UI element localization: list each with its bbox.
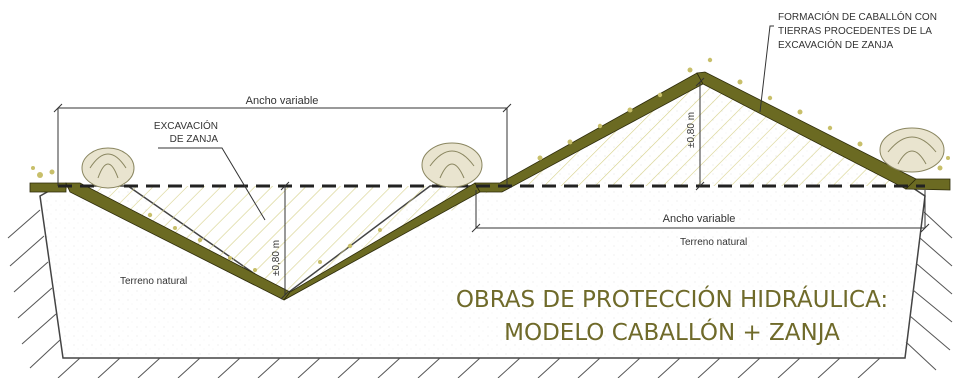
label-ancho-variable-top: Ancho variable [246,95,319,107]
label-terreno-natural-right: Terreno natural [680,237,747,248]
shrub-right [879,127,945,173]
title-line1: OBRAS DE PROTECCIÓN HIDRÁULICA: [456,285,888,313]
leader-formacion [759,25,774,113]
ground-hatch-left [7,209,61,369]
label-formacion-line2: TIERRAS PROCEDENTES DE LA [778,26,932,37]
dimension-ridge-height [695,77,705,191]
soil-surface-band [29,71,951,301]
ridge-fill-area [500,82,910,186]
dimension-width-right [471,190,930,233]
label-formacion-line1: FORMACIÓN DE CABALLÓN CON [778,10,937,23]
shrub-left [81,147,135,189]
label-terreno-natural-left: Terreno natural [120,276,187,287]
shrub-center [421,142,483,188]
label-trench-depth: ±0,80 m [271,240,282,276]
ground-hatch-bottom [57,357,881,378]
trench-excavation-area [58,186,500,295]
label-ridge-height: ±0,80 m [686,112,697,148]
title-line2: MODELO CABALLÓN + ZANJA [504,318,840,346]
vegetation-texture [31,57,950,272]
label-ancho-variable-right: Ancho variable [663,213,736,225]
label-excavacion-line2: DE ZANJA [170,134,219,145]
label-excavacion-line1: EXCAVACIÓN [154,119,218,132]
dimension-width-top [53,103,512,186]
label-formacion-line3: EXCAVACIÓN DE ZANJA [778,38,894,51]
ground-hatch-right [905,211,953,371]
dimension-trench-depth [280,181,290,300]
leader-excavacion [158,147,266,221]
